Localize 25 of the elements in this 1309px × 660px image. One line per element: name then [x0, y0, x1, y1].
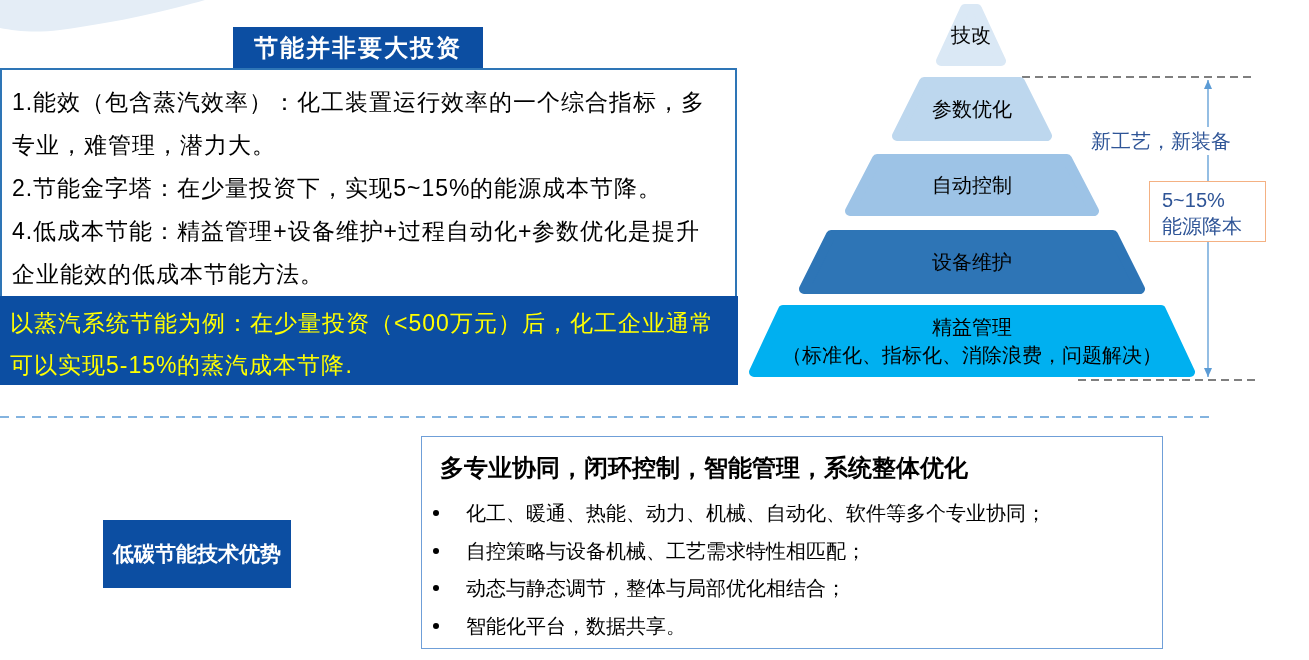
paragraph: 4.低成本节能：精益管理+设备维护+过程自动化+参数优化是提升企业能效的低成本节能方法。 — [12, 217, 702, 289]
tier-label: 设备维护 — [932, 250, 1012, 275]
tier-label: 自动控制 — [932, 173, 1012, 198]
pyramid-tier — [892, 77, 1052, 141]
bullet-text: 自控策略与设备机械、工艺需求特性相匹配； — [466, 538, 866, 564]
bullet-text: 智能化平台，数据共享。 — [466, 614, 686, 640]
pyramid-tier — [936, 4, 1006, 66]
value-box: 5~15%能源降本 — [1149, 181, 1266, 242]
tier-label: 精益管理 — [932, 315, 1012, 340]
bullet-text: 化工、暖通、热能、动力、机械、自动化、软件等多个专业协同； — [466, 501, 1046, 526]
tier-label: 参数优化 — [932, 97, 1012, 122]
paragraph: 2.节能金字塔：在少量投资下，实现5~15%的能源成本节降。 — [12, 174, 664, 203]
annotation-text: 新工艺，新装备 — [1089, 127, 1233, 155]
pyramid-tier — [845, 154, 1099, 216]
tier-label: 技改 — [951, 23, 991, 48]
list-box — [421, 436, 1163, 649]
pyramid-tier — [749, 305, 1195, 377]
bullet-text: 动态与静态调节，整体与局部优化相结合； — [466, 576, 846, 602]
highlight-band: 以蒸汽系统节能为例：在少量投资（<500万元）后，化工企业通常可以实现5-15%的蒸汽成本节降. — [0, 296, 738, 385]
title-box: 低碳节能技术优势 — [103, 520, 291, 588]
tier-label: （标准化、指标化、消除浪费，问题解决） — [782, 343, 1162, 368]
pyramid-tier — [799, 230, 1145, 294]
heading-tab: 节能并非要大投资 — [233, 27, 483, 68]
box-heading: 多专业协同，闭环控制，智能管理，系统整体优化 — [440, 453, 968, 483]
paragraph: 1.能效（包含蒸汽效率）：化工装置运行效率的一个综合指标，多专业，难管理，潜力大。 — [12, 88, 707, 160]
